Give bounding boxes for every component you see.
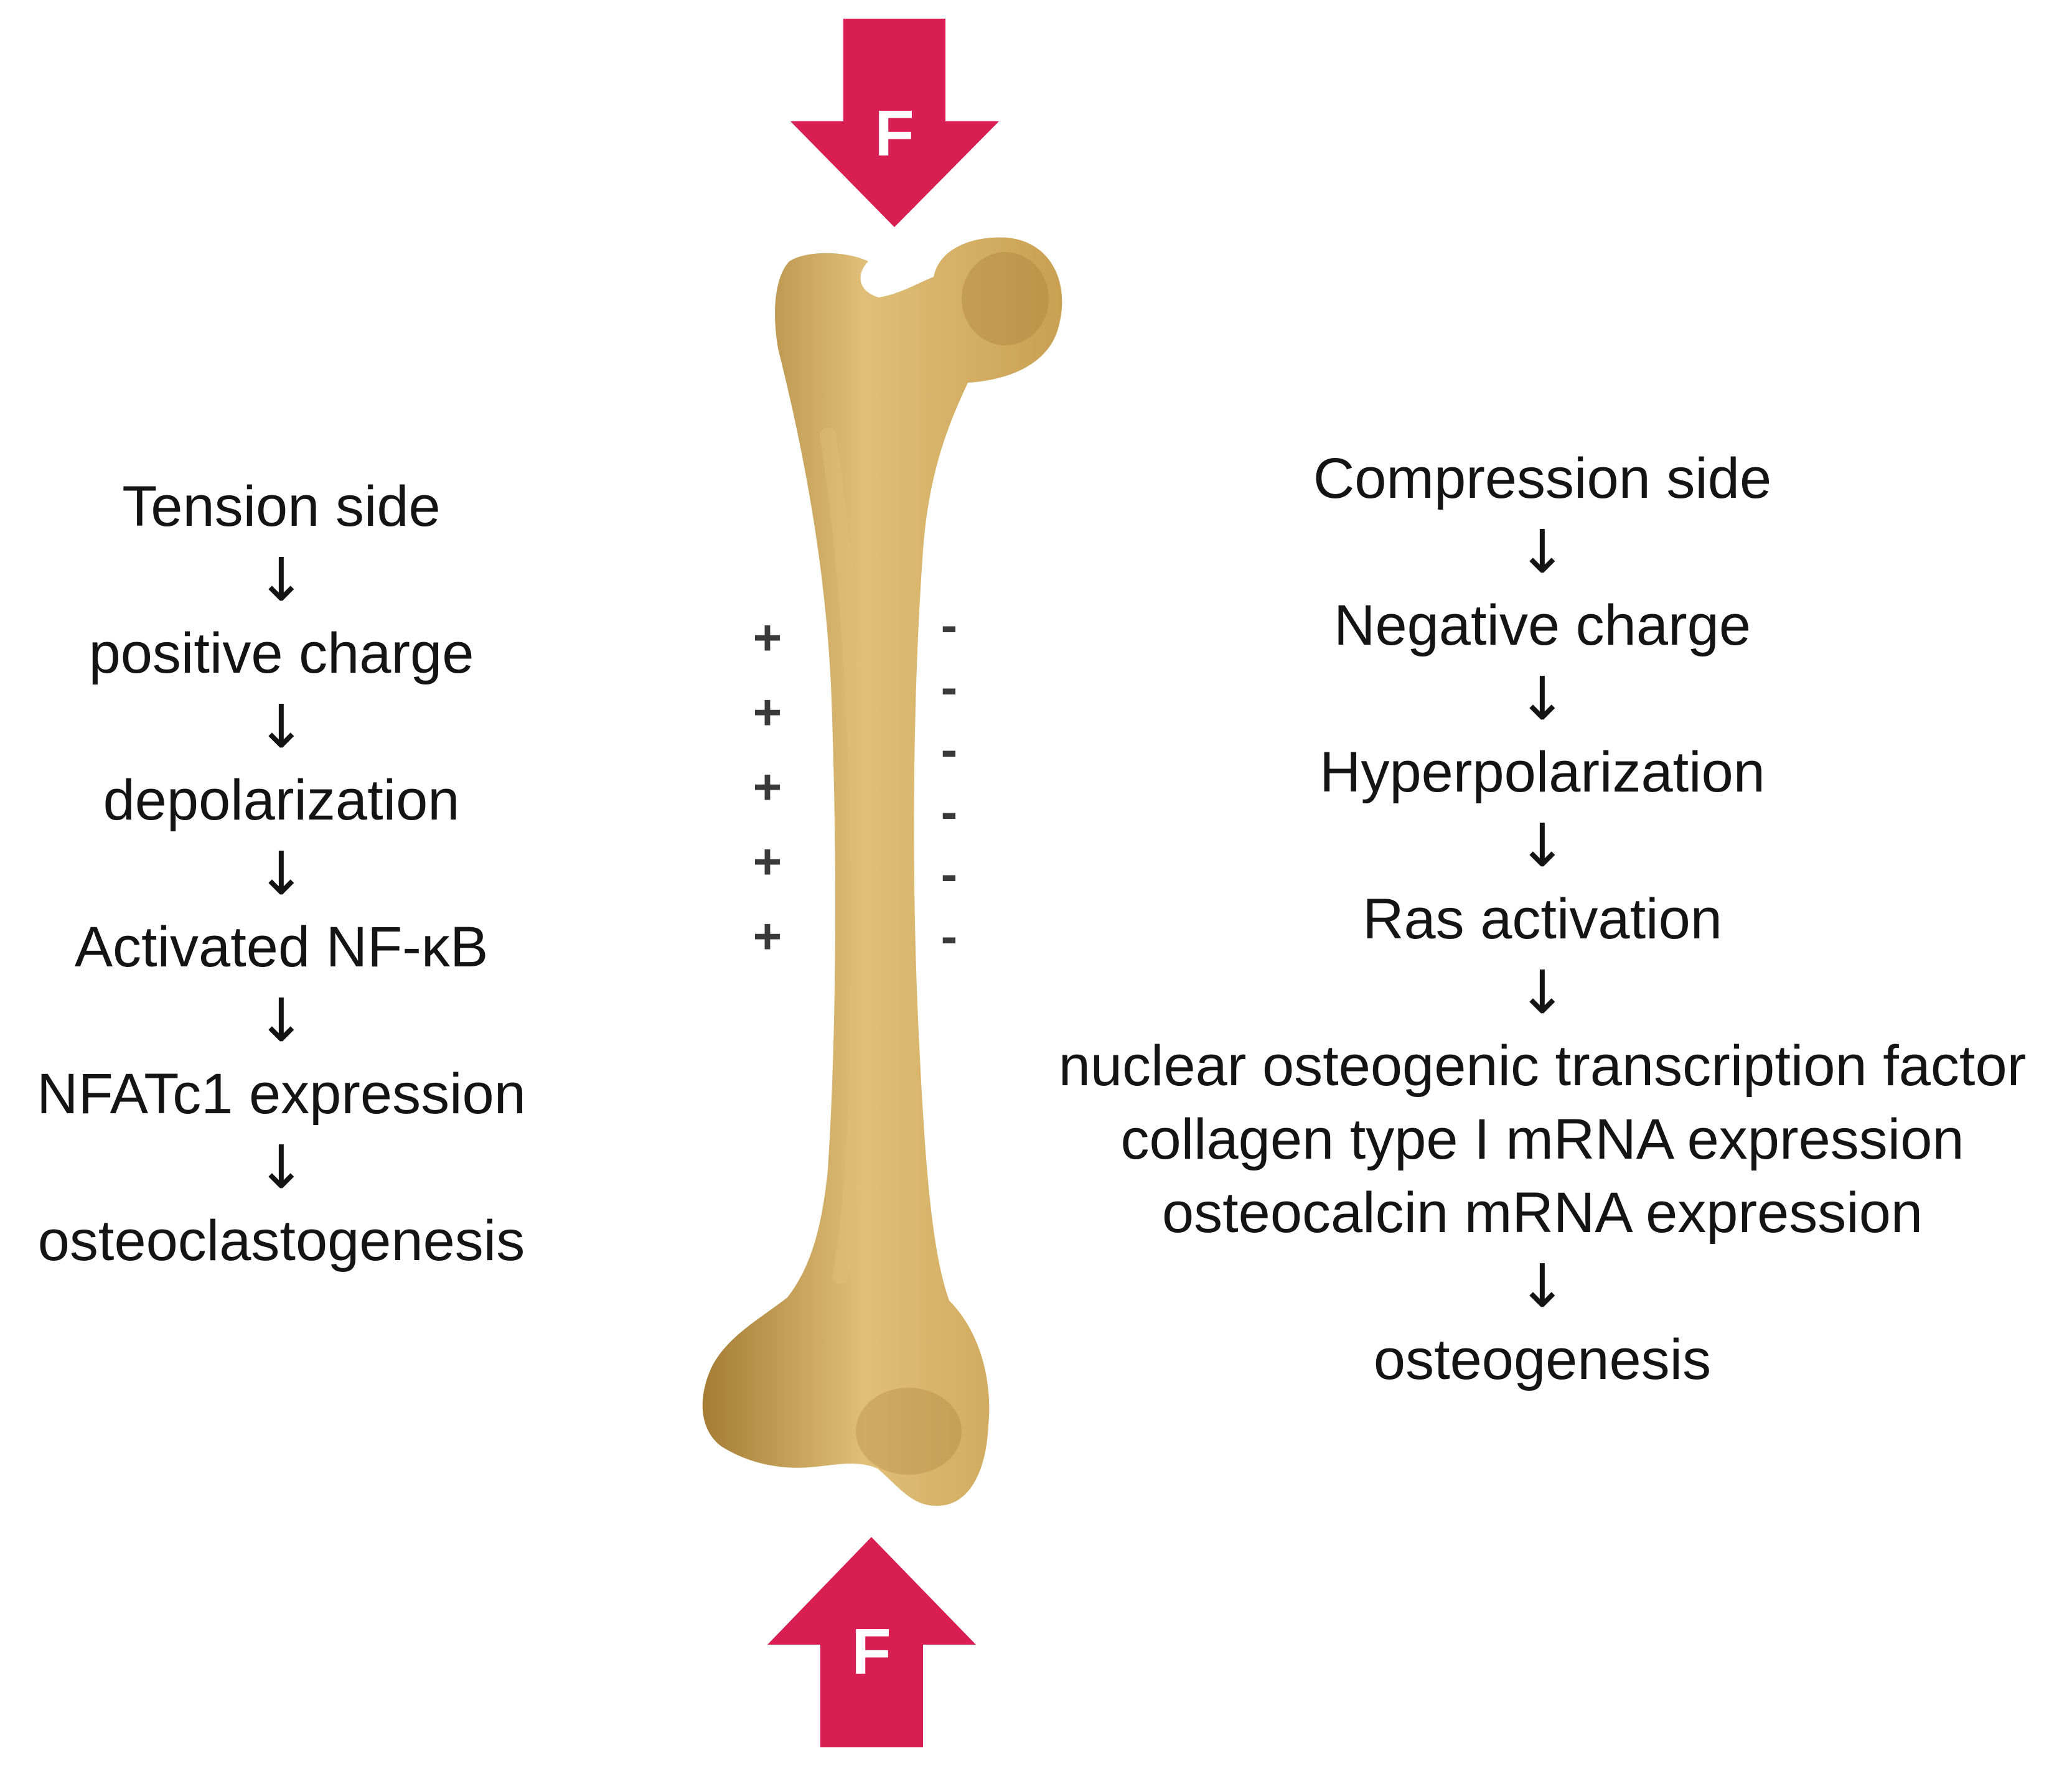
flow-down-arrow: ↓ [256, 839, 306, 909]
flow-down-arrow: ↓ [1517, 517, 1567, 587]
flow-down-arrow: ↓ [1517, 1251, 1567, 1321]
negative-sign: - [941, 909, 958, 964]
negative-sign: - [941, 597, 958, 653]
positive-sign: + [753, 759, 782, 815]
compression-step: Compression side [1313, 447, 1771, 510]
flow-down-arrow: ↓ [256, 1133, 306, 1202]
positive-sign: + [753, 909, 782, 964]
compression-step: Ras activation [1362, 887, 1722, 951]
negative-sign: - [941, 784, 958, 839]
tension-step: Activated NF-κB [75, 915, 489, 979]
flow-down-arrow: ↓ [1517, 958, 1567, 1027]
flow-down-arrow: ↓ [256, 692, 306, 762]
negative-charge-signs: - - - - - - [941, 597, 958, 964]
femur-shaft [702, 237, 1062, 1507]
negative-sign: - [941, 722, 958, 777]
compression-step: osteogenesis [1374, 1328, 1711, 1391]
tension-step: depolarization [103, 769, 460, 832]
tension-step: osteoclastogenesis [38, 1209, 525, 1273]
compression-step: Hyperpolarization [1320, 741, 1765, 804]
compression-side-flow: Compression side ↓ Negative charge ↓ Hyperpo… [1059, 447, 2027, 1391]
top-force-label: F [874, 98, 914, 170]
femur-condyle [856, 1388, 962, 1475]
negative-sign: - [941, 846, 958, 902]
force-arrow-icon [767, 1537, 976, 1747]
flow-down-arrow: ↓ [1517, 811, 1567, 881]
force-arrow-icon [790, 19, 999, 227]
positive-sign: + [753, 610, 782, 665]
femur-shaft-highlight [820, 427, 868, 1284]
positive-charge-signs: + + + + + [753, 610, 782, 964]
femur-bone-icon [702, 237, 1062, 1507]
positive-sign: + [753, 684, 782, 740]
flow-down-arrow: ↓ [256, 986, 306, 1055]
negative-sign: - [941, 660, 958, 715]
top-force-arrow: F [790, 19, 999, 227]
tension-step: positive charge [89, 622, 474, 685]
flow-down-arrow: ↓ [1517, 664, 1567, 734]
positive-sign: + [753, 834, 782, 889]
bottom-force-label: F [851, 1616, 891, 1688]
femur-head [962, 252, 1049, 345]
bottom-force-arrow: F [767, 1537, 976, 1747]
compression-step: Negative charge [1334, 594, 1751, 657]
tension-step: NFATc1 expression [37, 1062, 526, 1126]
tension-side-flow: Tension side ↓ positive charge ↓ depolarizat… [37, 475, 526, 1273]
flow-down-arrow: ↓ [256, 545, 306, 615]
tension-step: Tension side [122, 475, 440, 538]
